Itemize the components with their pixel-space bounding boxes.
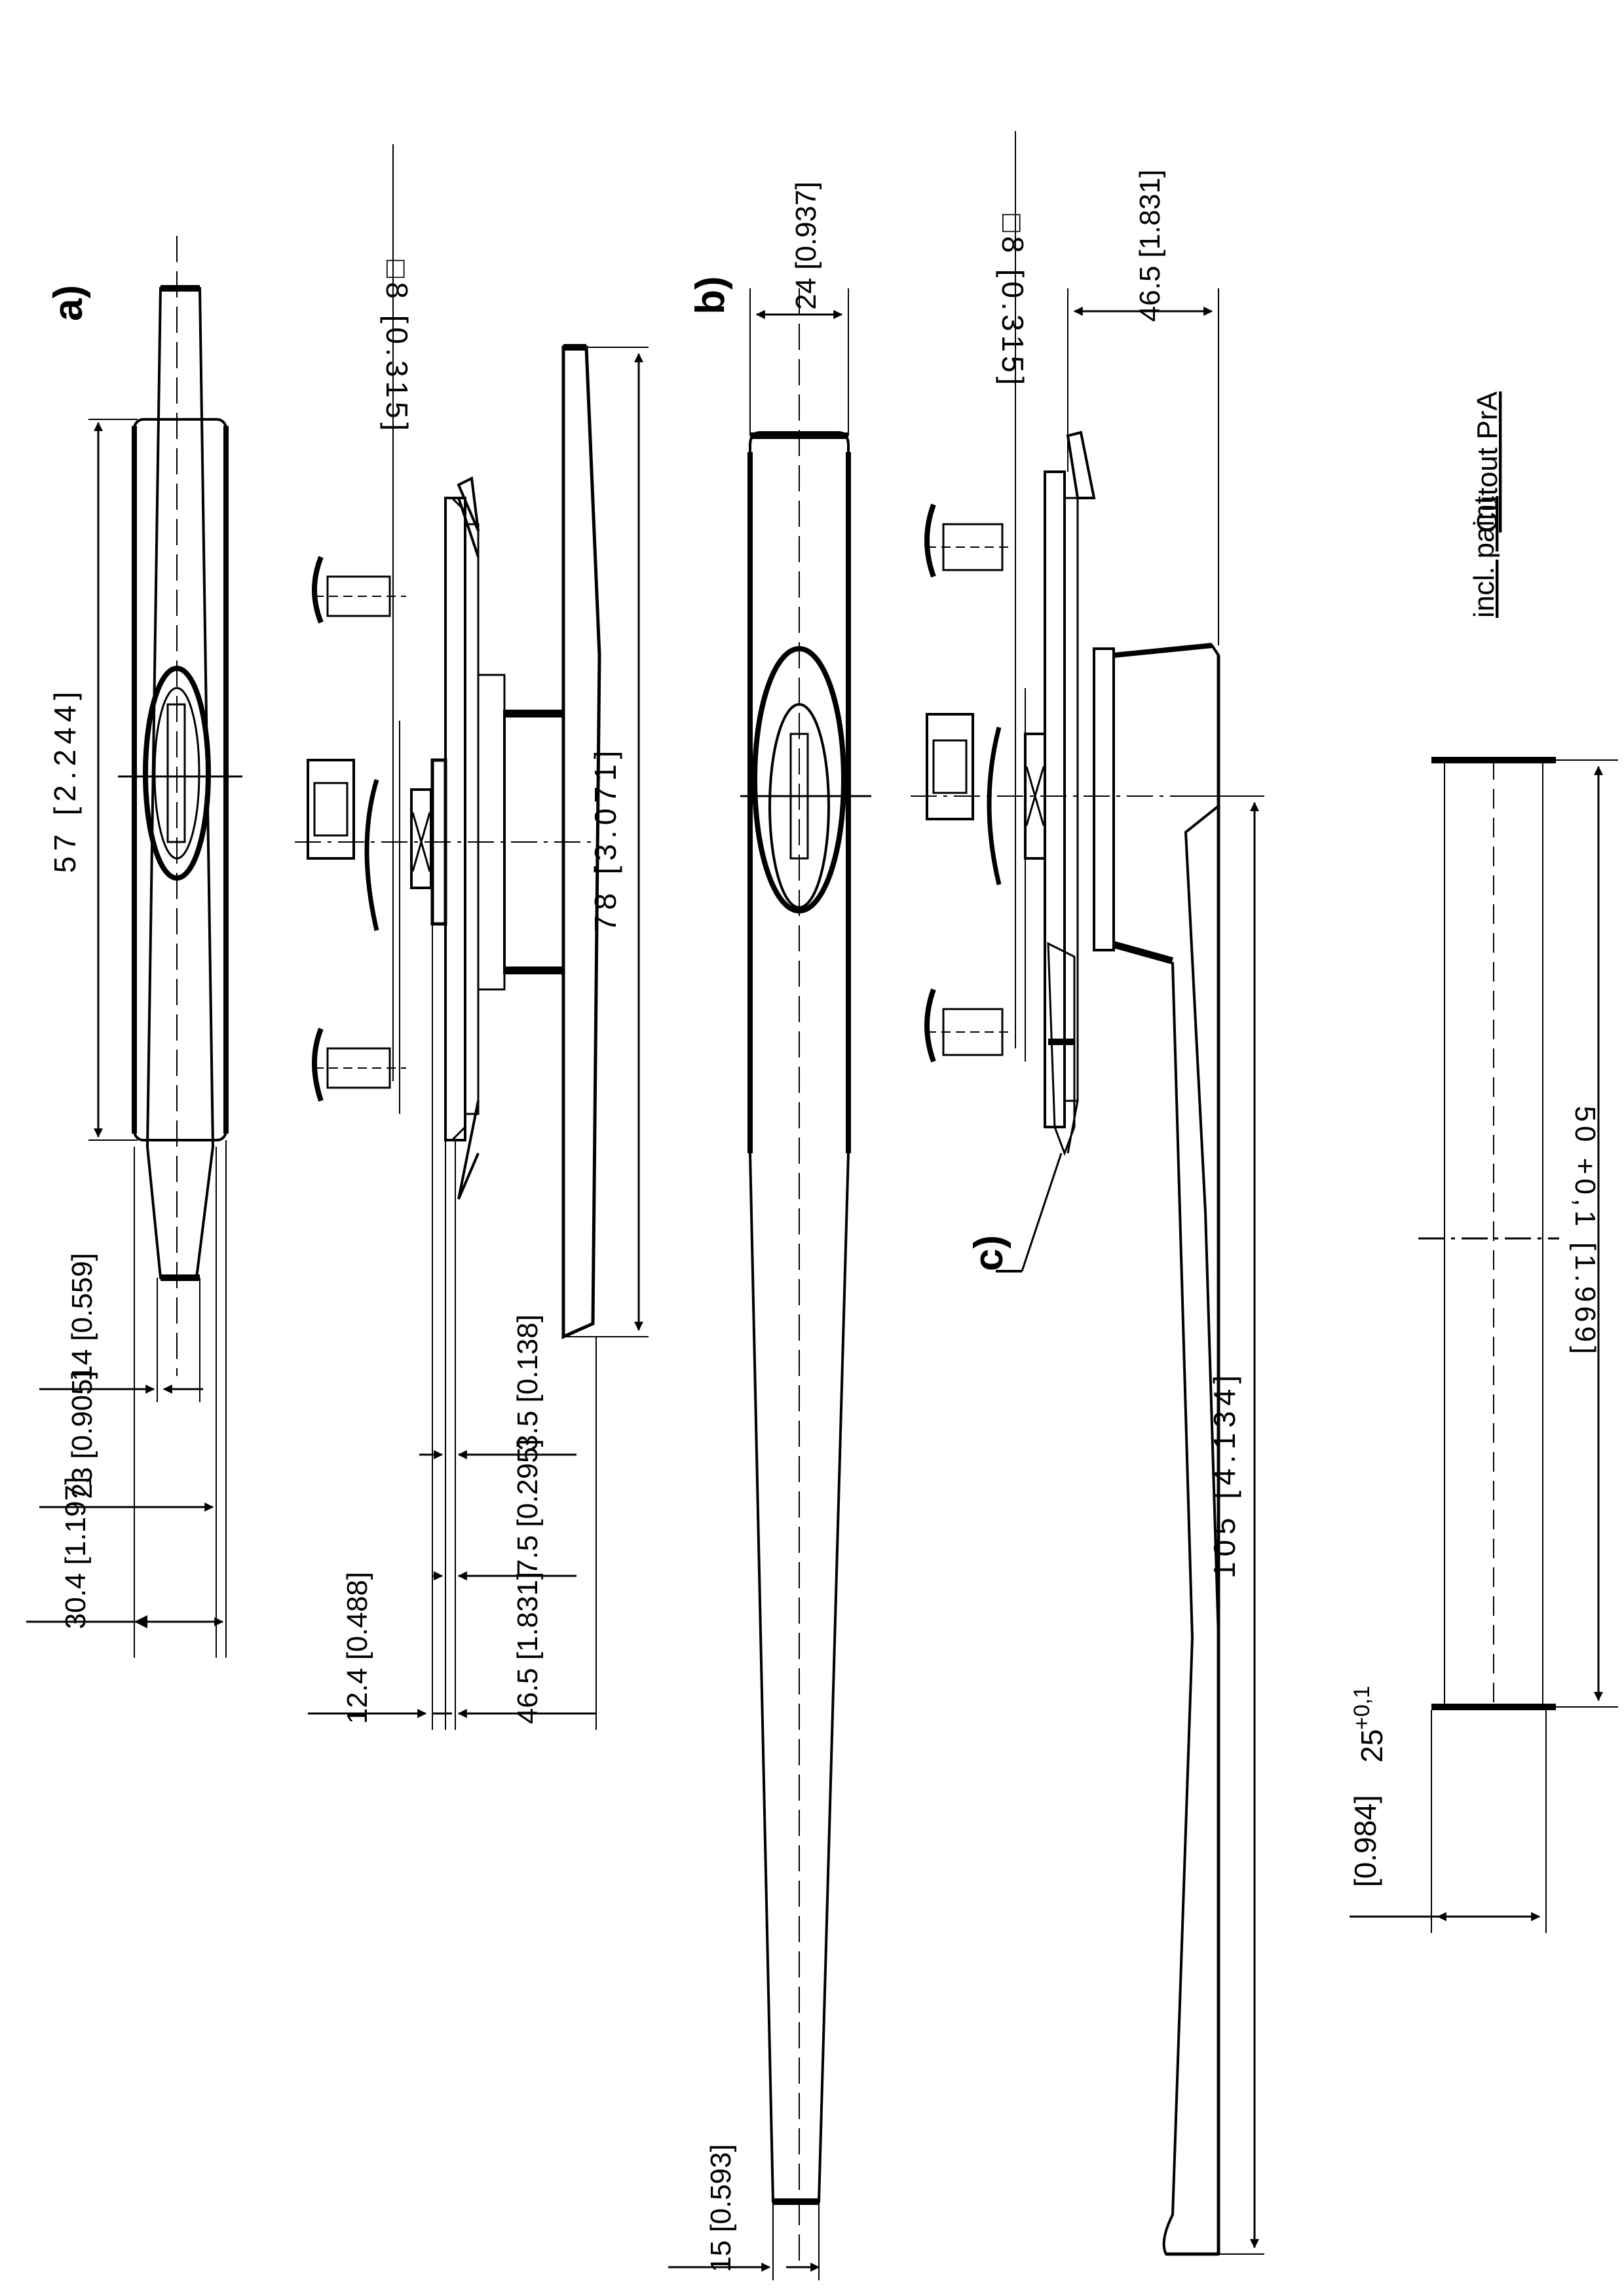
dim-b-d465: 46.5 [1.831]	[1134, 170, 1166, 322]
dim-b-length: 105 [4.134]	[1207, 1370, 1241, 1578]
cutout-title-1: Cutout PrA	[1471, 391, 1503, 533]
view-b-dimensions	[668, 131, 1264, 2280]
dim-cut-width-tol: +0,1	[1350, 1686, 1374, 1730]
dim-a-d465: 46.5 [1.831]	[512, 1572, 544, 1724]
label-view-a: a)	[46, 285, 91, 321]
dim-a-d35: 3.5 [0.138]	[512, 1314, 544, 1451]
view-b-side	[911, 430, 1264, 2256]
label-view-c: c)	[966, 1235, 1011, 1271]
dim-a-d75: 7.5 [0.295]	[512, 1439, 544, 1575]
dim-b-w15: 15 [0.593]	[705, 2144, 737, 2272]
view-b-front	[740, 288, 871, 2267]
cutout-title-2: incl. paint	[1468, 496, 1500, 618]
dim-cut-width-in: [0.984]	[1348, 1795, 1382, 1887]
dim-a-w14: 14 [0.559]	[66, 1253, 98, 1381]
dim-b-square: □8 [0.315]	[996, 214, 1030, 389]
dim-a-height: 57 [2.244]	[48, 687, 82, 873]
dim-a-square: □8 [0.315]	[380, 260, 414, 435]
view-a-side	[295, 344, 601, 1339]
view-a-dimensions	[26, 144, 649, 1730]
dim-a-w23: 23 [0.905]	[66, 1371, 98, 1499]
dim-cut-height: 50 +0,1 [1.969]	[1569, 1106, 1601, 1358]
dim-cut-width: 25	[1355, 1729, 1389, 1763]
cutout-drawing	[1350, 757, 1618, 1933]
dim-a-d124: 12.4 [0.488]	[341, 1572, 373, 1724]
dim-a-w304: 30.4 [1.197]	[60, 1477, 92, 1629]
view-a-front	[118, 236, 242, 1376]
dim-a-length: 78 [3.071]	[588, 746, 622, 932]
dim-b-w24: 24 [0.937]	[790, 182, 822, 310]
label-view-b: b)	[688, 276, 733, 315]
